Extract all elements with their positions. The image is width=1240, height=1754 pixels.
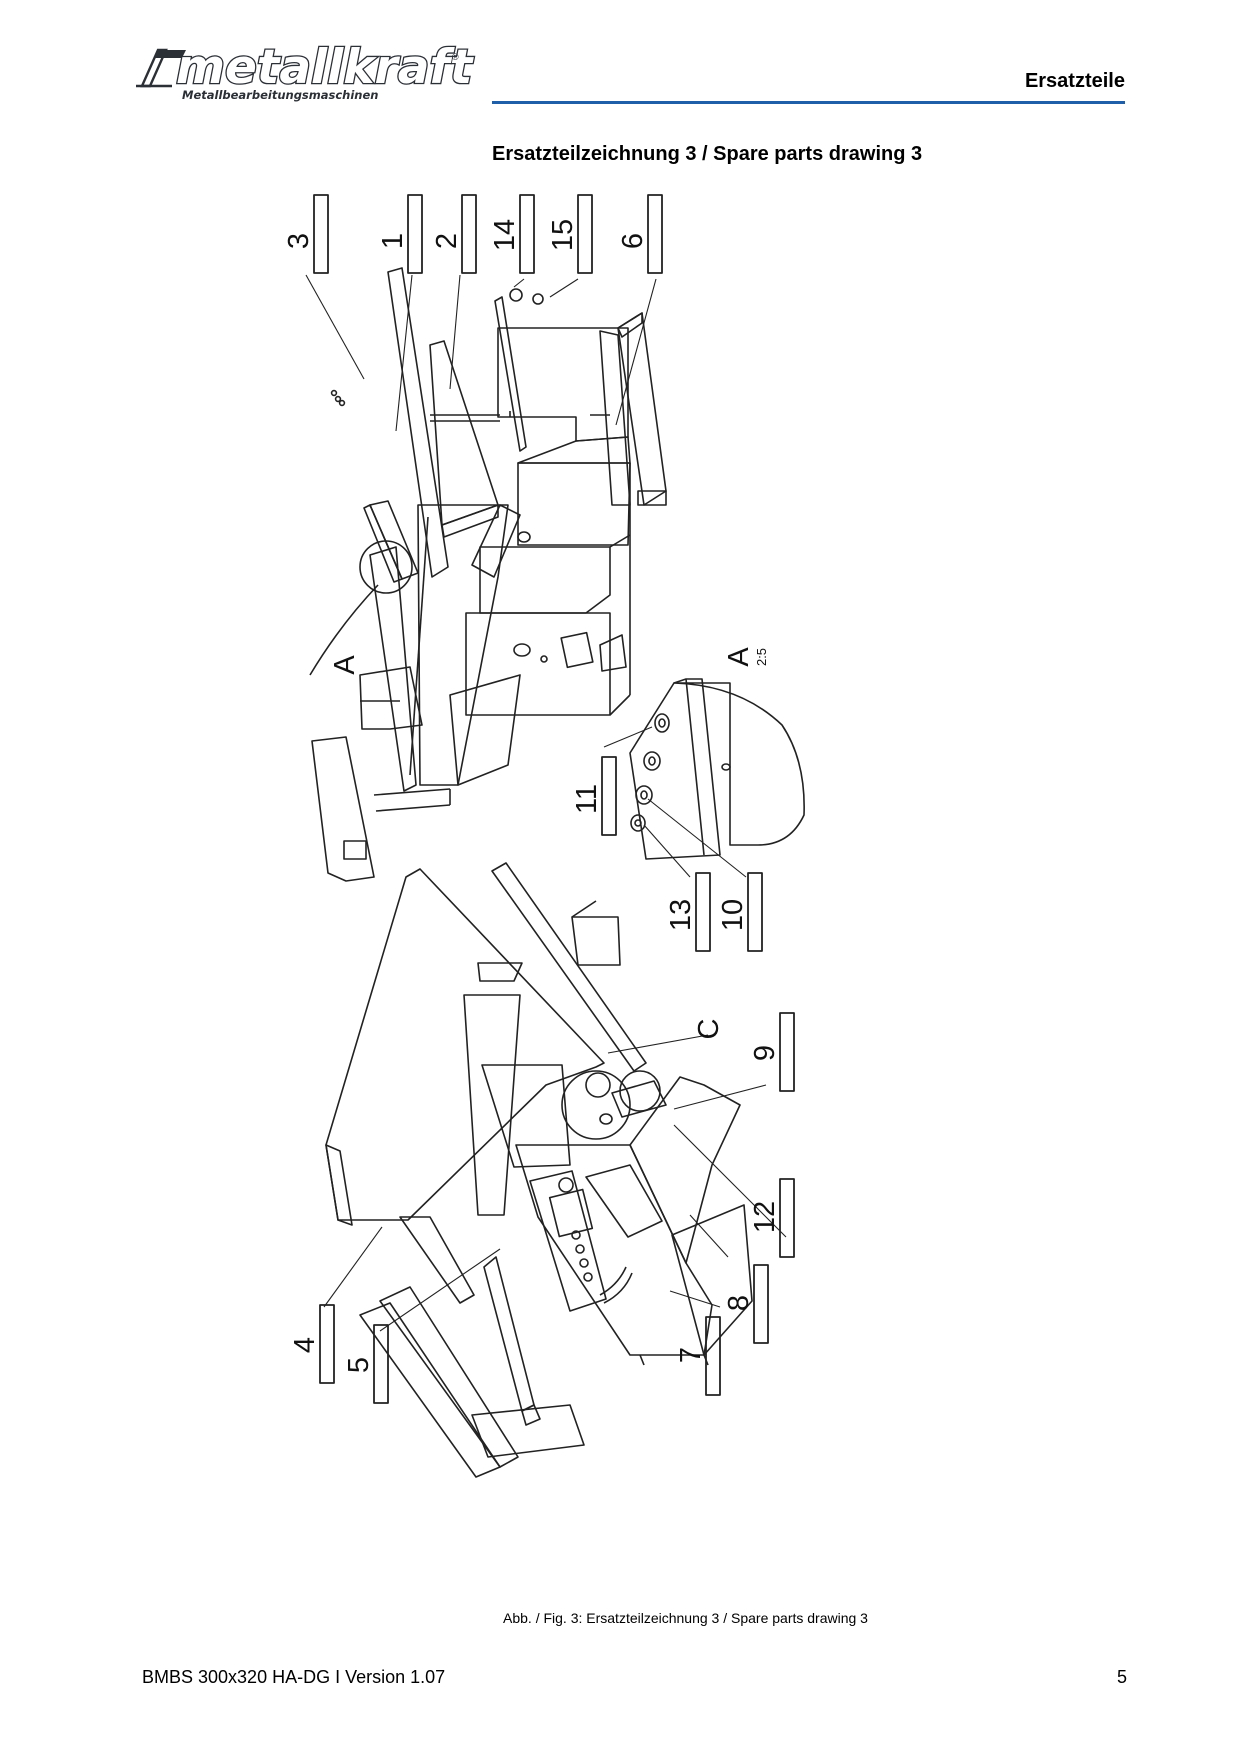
upper-assembly-drawing [309,267,667,882]
footer-document-version: BMBS 300x320 HA-DG I Version 1.07 [142,1667,446,1687]
detail-a-title: A [723,647,755,667]
part-label-14: 14 [489,219,521,251]
footer-page-number: 5 [1116,1667,1127,1687]
logo-registered-mark: ® [452,52,459,62]
part-label-6: 6 [617,233,649,249]
lower-assembly-drawing [325,862,753,1478]
section-title: Ersatzteile [1024,70,1125,92]
part-label-9: 9 [749,1045,781,1061]
part-label-7: 7 [675,1347,707,1363]
number-boxes [313,194,795,1404]
figure-caption: Abb. / Fig. 3: Ersatzteilzeichnung 3 / S… [503,1610,868,1626]
part-label-10: 10 [717,899,749,931]
logo-wordmark: metallkraft [175,39,474,97]
leader-lines [305,274,787,1332]
part-label-15: 15 [547,219,579,251]
part-label-3: 3 [283,233,315,249]
detail-a-drawing [629,678,805,860]
drawing-labels: 3 1 2 14 15 6 11 13 10 9 12 8 7 4 5 A A … [283,219,781,1373]
part-label-11: 11 [571,784,603,814]
detail-c-marker: C [693,1019,725,1040]
detail-a-marker: A [329,655,361,675]
detail-a-scale: 2:5 [754,648,769,666]
part-label-12: 12 [749,1201,781,1233]
company-logo: metallkraft ® Metallbearbeitungsmaschine… [136,39,474,104]
logo-tagline: Metallbearbeitungsmaschinen [182,88,379,102]
part-label-4: 4 [289,1337,321,1353]
page-heading: Ersatzteilzeichnung 3 / Spare parts draw… [492,143,923,165]
spare-parts-drawing [305,194,805,1478]
part-label-8: 8 [723,1295,755,1311]
part-label-1: 1 [377,233,409,249]
part-label-5: 5 [343,1357,375,1373]
logo-mark-icon [136,48,186,88]
part-label-13: 13 [665,899,697,931]
header-rule [492,101,1125,104]
part-label-2: 2 [431,233,463,249]
